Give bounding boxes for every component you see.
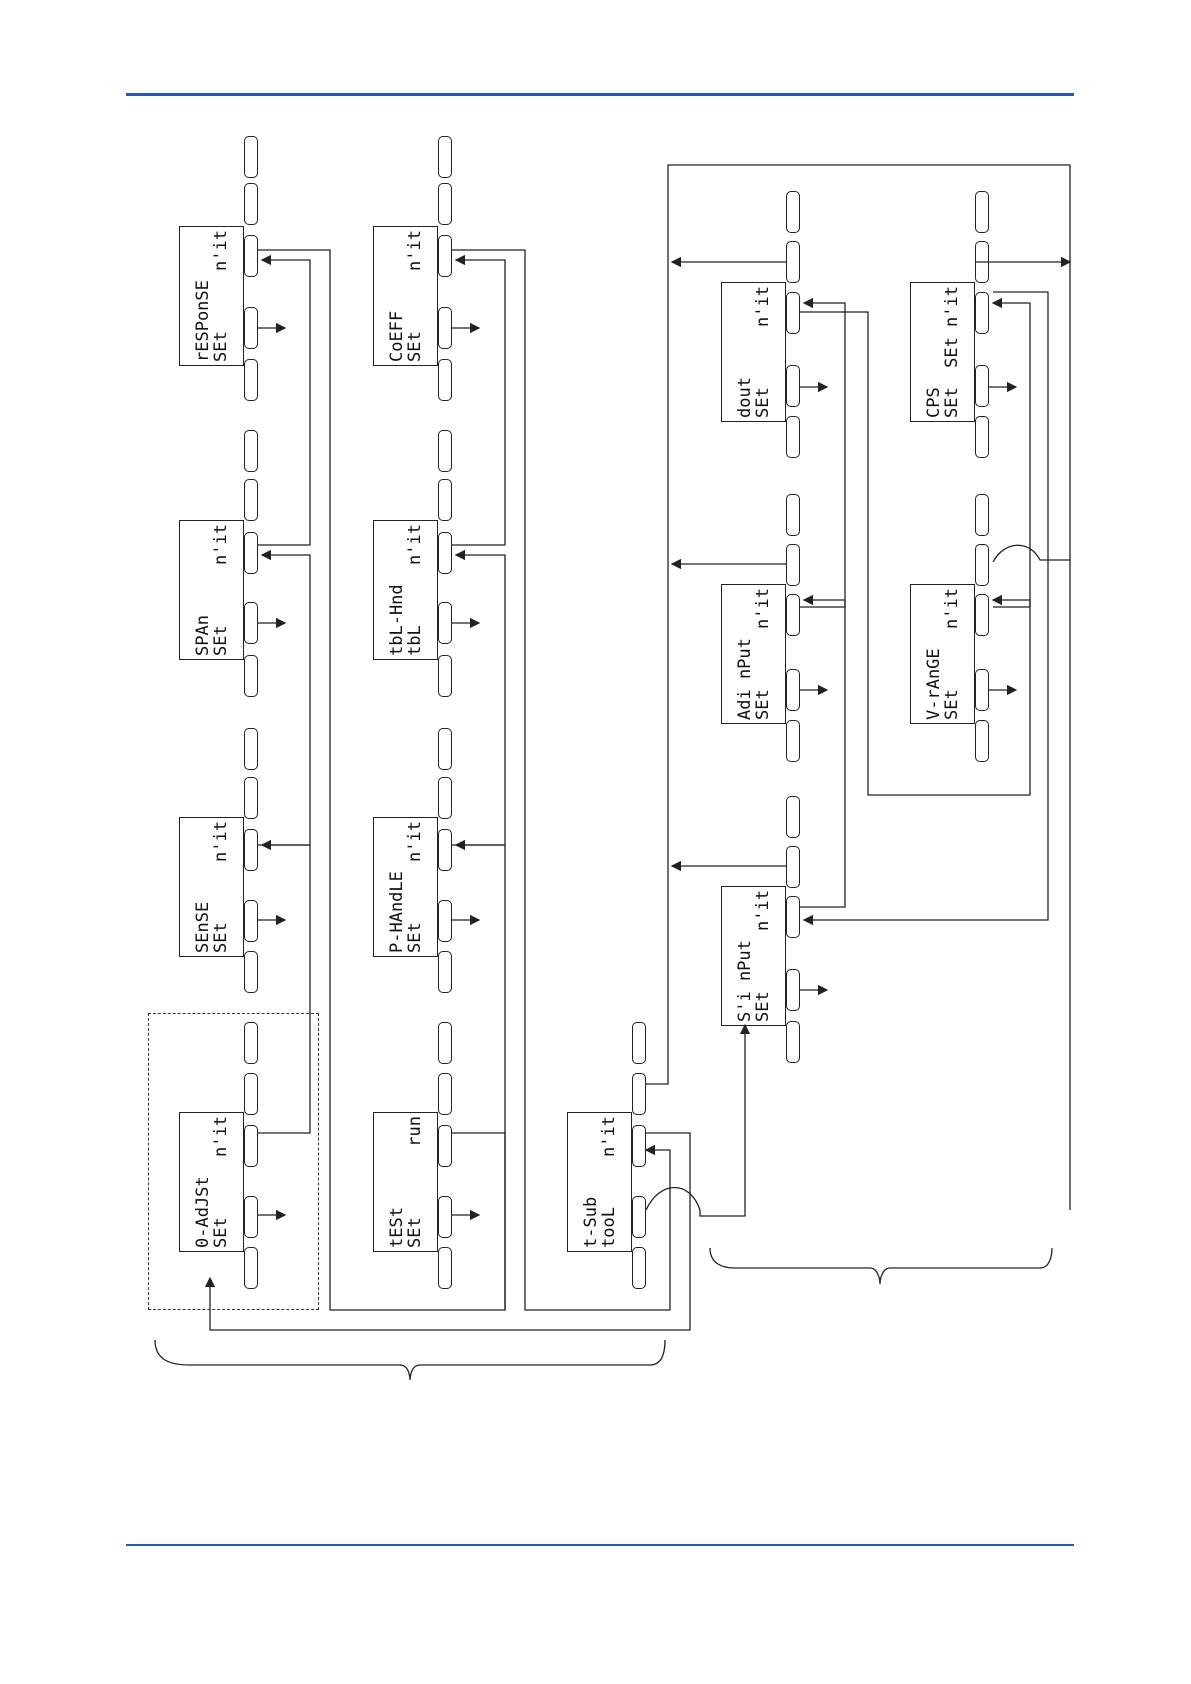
footer-rule <box>126 1544 1074 1546</box>
